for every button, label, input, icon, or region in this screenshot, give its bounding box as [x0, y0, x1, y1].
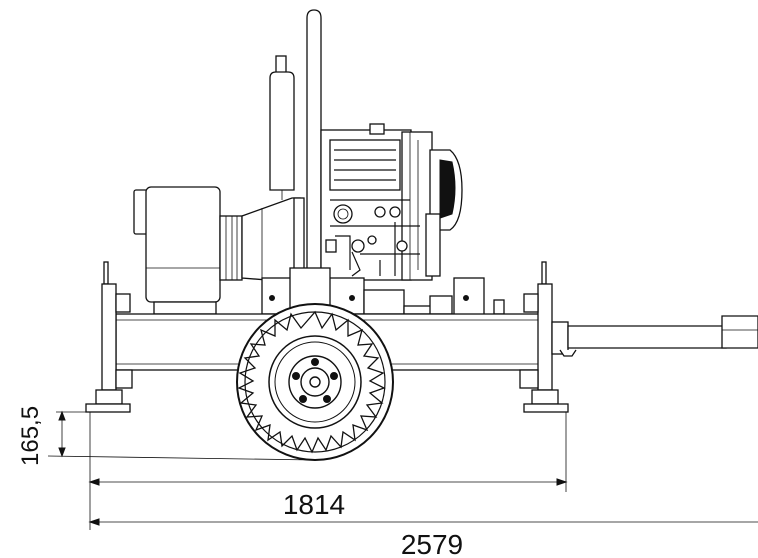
tow-bar: [551, 315, 758, 357]
ground-clearance-label: 165,5: [17, 406, 44, 466]
ground-clearance-dimension: 165,5: [17, 406, 130, 466]
ground-line: [47, 455, 316, 461]
wheel: [236, 303, 394, 461]
overall-length-dimension: 2579: [88, 492, 758, 558]
muffler: [269, 55, 295, 200]
wheel-track-label: 1814: [283, 489, 345, 520]
engine: [320, 123, 463, 281]
overall-length-label: 2579: [401, 529, 463, 558]
exhaust-pipe: [306, 9, 322, 271]
pump-casing: [133, 186, 243, 315]
wheel-track-dimension: 1814: [88, 412, 568, 520]
